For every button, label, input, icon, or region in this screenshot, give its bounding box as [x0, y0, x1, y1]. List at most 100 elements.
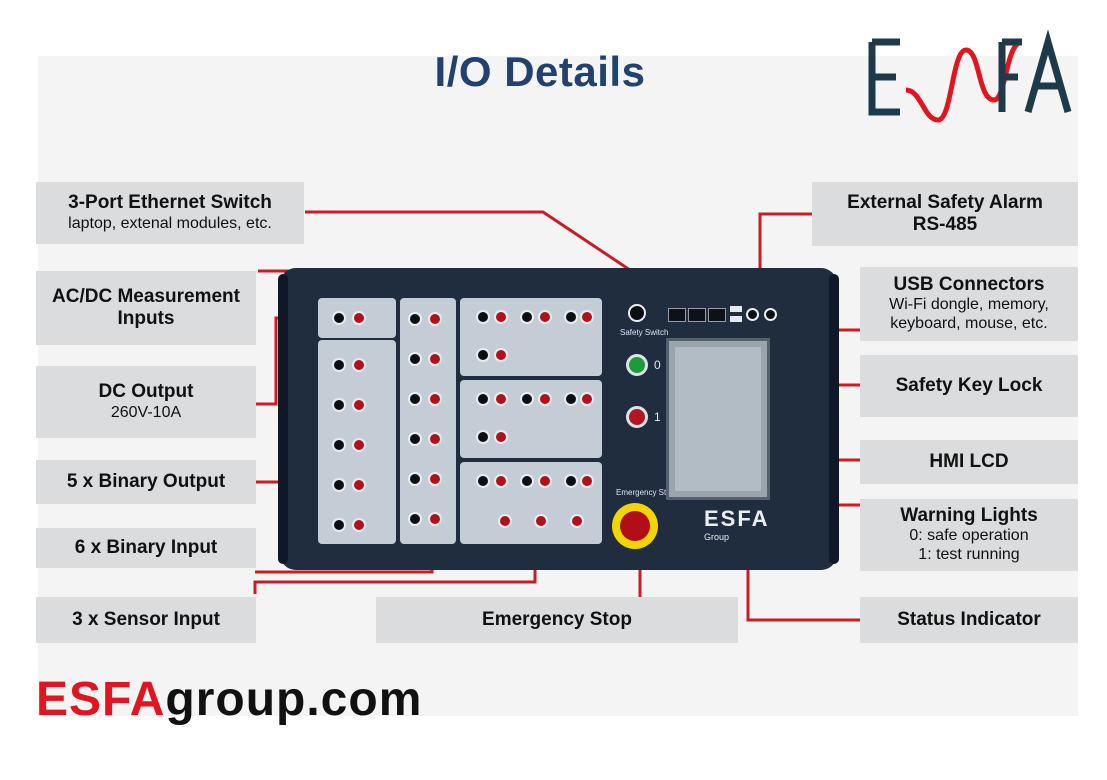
label-dc-output-title: DC Output [98, 381, 194, 403]
jack [428, 512, 442, 526]
label-ethernet-title: 3-Port Ethernet Switch [68, 192, 272, 214]
label-hmi-title: HMI LCD [929, 450, 1009, 472]
label-sensor-input: 3 x Sensor Input [36, 597, 256, 643]
safety-switch-caption: Safety Switch [620, 328, 669, 337]
jack [352, 518, 366, 532]
label-dc-output-sub: 260V-10A [110, 403, 182, 421]
website-red-part: ESFA [36, 673, 166, 726]
device-side-right [829, 274, 839, 564]
hmi-lcd-screen [666, 338, 770, 500]
green-warning-light [626, 354, 648, 376]
red-warning-light [626, 406, 648, 428]
binary-output-module [318, 340, 396, 544]
measurement-module-3 [460, 462, 602, 544]
jack [476, 310, 490, 324]
test-device: Safety Switch 0 1 Emergency Stop ESFA Gr… [278, 268, 839, 570]
label-dc-output: DC Output 260V-10A [36, 366, 256, 438]
label-warning-lights: Warning Lights 0: safe operation 1: test… [860, 499, 1078, 571]
jack [538, 392, 552, 406]
sensor-jack [534, 514, 548, 528]
jack [352, 311, 366, 325]
usb-port-1 [730, 306, 742, 312]
label-sensor-input-title: 3 x Sensor Input [72, 608, 220, 630]
jack [476, 348, 490, 362]
page-title: I/O Details [434, 48, 646, 95]
device-side-left [278, 274, 288, 564]
website-black-part: group.com [165, 673, 423, 726]
label-warning-sub2: 1: test running [918, 546, 1020, 564]
jack [428, 432, 442, 446]
jack [428, 392, 442, 406]
label-emergency-stop: Emergency Stop [376, 597, 738, 643]
label-warning-title: Warning Lights [900, 504, 1038, 526]
jack [494, 310, 508, 324]
label-safety-key-title: Safety Key Lock [895, 374, 1043, 396]
jack [580, 474, 594, 488]
estop-caption: Emergency Stop [616, 488, 676, 497]
jack [352, 398, 366, 412]
jack [564, 392, 578, 406]
jack [352, 478, 366, 492]
label-binary-input-title: 6 x Binary Input [74, 536, 218, 558]
dc-output-module [318, 298, 396, 338]
label-safety-key-lock: Safety Key Lock [860, 355, 1078, 417]
label-emergency-stop-title: Emergency Stop [482, 608, 632, 630]
jack [428, 472, 442, 486]
jack [494, 392, 508, 406]
label-usb-sub1: Wi-Fi dongle, memory, [889, 296, 1049, 314]
jack [352, 358, 366, 372]
jack [494, 430, 508, 444]
jack [428, 312, 442, 326]
ethernet-port-2 [688, 308, 706, 322]
jack [408, 312, 422, 326]
label-acdc-inputs: AC/DC Measurement Inputs [36, 271, 256, 345]
usb-port-2 [730, 316, 742, 322]
ethernet-port-3 [708, 308, 726, 322]
device-logo: ESFA [704, 506, 770, 531]
esfa-logo [868, 30, 1072, 123]
website-url: ESFAgroup.com [36, 672, 422, 727]
lcd-display-area [675, 347, 761, 491]
jack [408, 432, 422, 446]
jack [564, 310, 578, 324]
label-usb-title: USB Connectors [893, 273, 1045, 295]
sensor-jack [570, 514, 584, 528]
jack [332, 398, 346, 412]
ethernet-port-1 [668, 308, 686, 322]
jack [580, 310, 594, 324]
lamp-1-label: 1 [654, 410, 661, 424]
device-logo-sub: Group [704, 532, 730, 542]
jack [564, 474, 578, 488]
label-hmi-lcd: HMI LCD [860, 440, 1078, 484]
label-usb-connectors: USB Connectors Wi-Fi dongle, memory, key… [860, 267, 1078, 341]
jack [408, 352, 422, 366]
label-usb-sub2: keyboard, mouse, etc. [890, 315, 1048, 333]
jack [494, 348, 508, 362]
binary-input-module [400, 298, 456, 544]
jack [332, 358, 346, 372]
jack [408, 512, 422, 526]
jack [428, 352, 442, 366]
jack [476, 392, 490, 406]
jack [352, 438, 366, 452]
jack [494, 474, 508, 488]
jack [520, 392, 534, 406]
label-ethernet-switch: 3-Port Ethernet Switch laptop, extenal m… [36, 182, 304, 244]
label-status-title: Status Indicator [897, 608, 1041, 630]
label-warning-sub1: 0: safe operation [909, 527, 1029, 545]
sensor-jack [498, 514, 512, 528]
jack [520, 310, 534, 324]
jack [476, 430, 490, 444]
measurement-module-1 [460, 298, 602, 376]
jack [520, 474, 534, 488]
emergency-stop-cap [620, 511, 650, 541]
label-ethernet-sub: laptop, extenal modules, etc. [68, 214, 272, 232]
jack [538, 474, 552, 488]
label-safety-alarm: External Safety Alarm RS-485 [812, 182, 1078, 246]
label-acdc-title: AC/DC Measurement Inputs [52, 285, 240, 329]
jack [332, 438, 346, 452]
jack [538, 310, 552, 324]
label-safety-alarm-title: External Safety Alarm [847, 191, 1043, 213]
alarm-connector [746, 308, 759, 321]
jack [332, 478, 346, 492]
